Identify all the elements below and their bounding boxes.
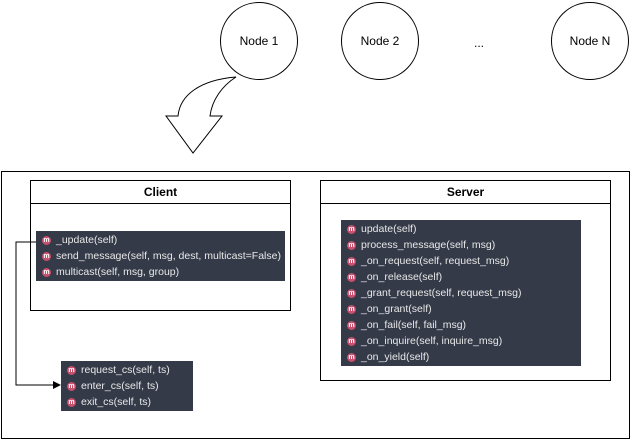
node-1-label: Node 1 (239, 34, 279, 48)
method-icon: m (347, 272, 356, 282)
method-icon: m (42, 267, 51, 277)
method-icon: m (347, 320, 356, 330)
server-method: m_on_grant(self) (347, 303, 432, 315)
nodes-ellipsis: ... (474, 36, 485, 50)
server-method: m_grant_request(self, request_msg) (347, 287, 522, 299)
method-icon: m (67, 397, 76, 407)
expand-arrow (165, 76, 237, 154)
method-icon: m (347, 352, 356, 362)
server-method: m_on_fail(self, fail_msg) (347, 319, 467, 331)
server-method: m_on_inquire(self, inquire_msg) (347, 335, 503, 347)
client-to-cs-arrowhead (53, 381, 61, 389)
client-title: Client (31, 181, 290, 204)
method-icon: m (347, 304, 356, 314)
method-icon: m (347, 288, 356, 298)
method-icon: m (67, 381, 76, 391)
node-n-label: Node N (569, 34, 611, 48)
method-icon: m (67, 365, 76, 375)
node-n: Node N (551, 2, 629, 80)
method-icon: m (347, 336, 356, 346)
node-2: Node 2 (341, 2, 419, 80)
client-method: m_update(self) (42, 234, 118, 246)
server-method: m_on_yield(self) (347, 351, 430, 363)
node-2-label: Node 2 (360, 34, 400, 48)
method-icon: m (347, 256, 356, 266)
node-1: Node 1 (220, 2, 298, 80)
server-title: Server (321, 181, 610, 204)
method-icon: m (347, 224, 356, 234)
method-icon: m (42, 251, 51, 261)
server-method: m_on_release(self) (347, 271, 443, 283)
method-icon: m (347, 240, 356, 250)
server-method: m_on_request(self, request_msg) (347, 255, 510, 267)
client-to-cs-connector (15, 241, 55, 386)
method-icon: m (42, 235, 51, 245)
node-detail-container (1, 171, 630, 439)
